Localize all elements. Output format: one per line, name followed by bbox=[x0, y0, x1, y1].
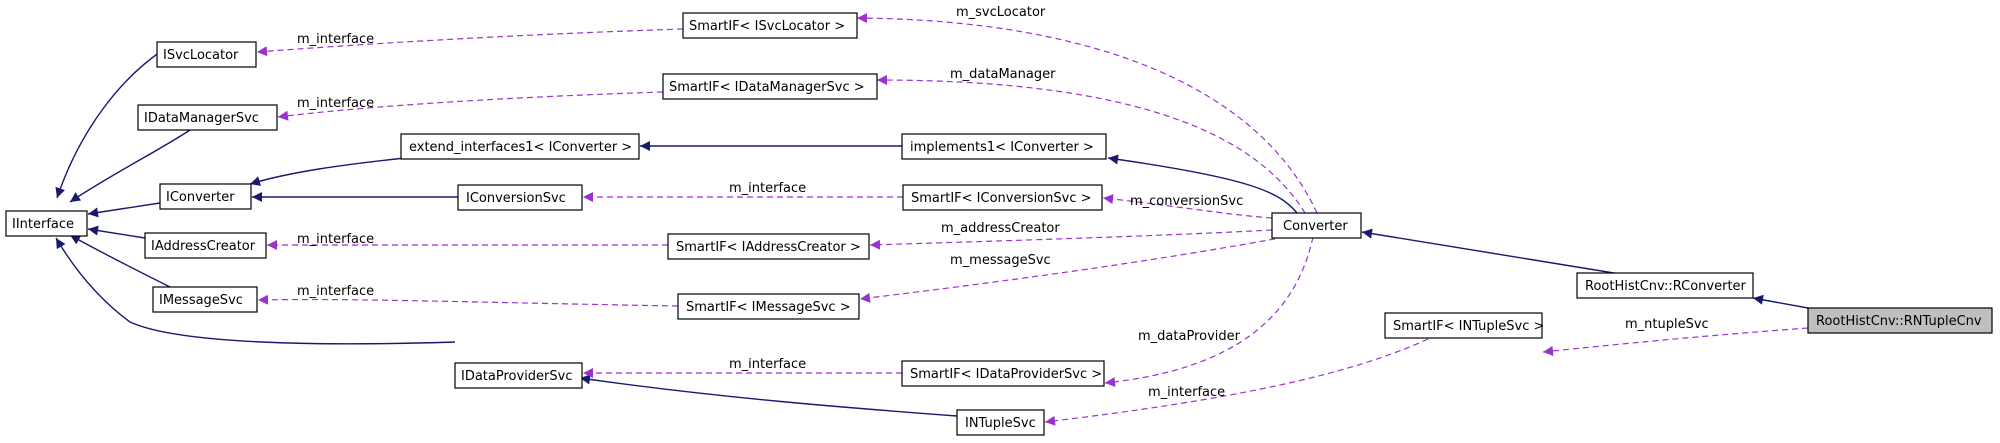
edge-converter-addresscreator bbox=[869, 229, 1273, 250]
node-smartif-idataprovidersvc-label: SmartIF< IDataProviderSvc > bbox=[910, 367, 1102, 382]
node-imessagesvc-label: IMessageSvc bbox=[159, 293, 243, 308]
edge-imessagesvc-smartif-member bbox=[257, 294, 679, 307]
label-m-messagesvc: m_messageSvc bbox=[950, 253, 1051, 268]
edge-converter-svclocator bbox=[856, 13, 1318, 214]
node-extend-interfaces1-label: extend_interfaces1< IConverter > bbox=[409, 140, 632, 155]
edge-converter-datamanager bbox=[876, 75, 1306, 214]
node-idatamanagersvc[interactable]: IDataManagerSvc bbox=[137, 104, 278, 131]
node-rntuplecnv[interactable]: RootHistCnv::RNTupleCnv bbox=[1807, 307, 1993, 334]
label-m-interface-intuplesvc: m_interface bbox=[1148, 385, 1225, 400]
node-intuplesvc-label: INTupleSvc bbox=[965, 416, 1036, 431]
edge-intuplesvc-smartif-member bbox=[1044, 338, 1429, 426]
edge-converter-messagesvc bbox=[859, 236, 1286, 303]
edge-rntuplecnv-rconverter bbox=[1752, 294, 1809, 309]
node-iconversionsvc[interactable]: IConversionSvc bbox=[457, 184, 583, 211]
node-extend-interfaces1[interactable]: extend_interfaces1< IConverter > bbox=[400, 133, 640, 160]
node-smartif-iconversionsvc[interactable]: SmartIF< IConversionSvc > bbox=[902, 184, 1103, 211]
label-m-interface-isvclocator: m_interface bbox=[297, 32, 374, 47]
node-smartif-isvclocator-label: SmartIF< ISvcLocator > bbox=[689, 19, 845, 34]
node-rntuplecnv-label: RootHistCnv::RNTupleCnv bbox=[1816, 314, 1982, 329]
node-smartif-intuplesvc[interactable]: SmartIF< INTupleSvc > bbox=[1384, 312, 1544, 339]
node-smartif-iaddresscreator[interactable]: SmartIF< IAddressCreator > bbox=[667, 233, 870, 260]
edge-converter-dataprovider bbox=[1104, 236, 1314, 387]
label-m-svclocator: m_svcLocator bbox=[956, 5, 1046, 20]
node-idatamanagersvc-label: IDataManagerSvc bbox=[144, 111, 259, 126]
node-iaddresscreator[interactable]: IAddressCreator bbox=[144, 232, 267, 259]
node-smartif-imessagesvc-label: SmartIF< IMessageSvc > bbox=[686, 300, 851, 315]
node-rconverter[interactable]: RootHistCnv::RConverter bbox=[1576, 272, 1754, 299]
node-smartif-intuplesvc-label: SmartIF< INTupleSvc > bbox=[1393, 319, 1544, 334]
inheritance-edges bbox=[55, 51, 1809, 417]
node-imessagesvc[interactable]: IMessageSvc bbox=[152, 286, 258, 313]
label-m-interface-imessagesvc: m_interface bbox=[297, 284, 374, 299]
node-smartif-isvclocator[interactable]: SmartIF< ISvcLocator > bbox=[682, 12, 858, 39]
node-implements1-label: implements1< IConverter > bbox=[910, 140, 1094, 155]
edge-isvclocator-iinterface bbox=[55, 51, 161, 199]
edge-converter-implements1 bbox=[1107, 154, 1298, 214]
label-m-interface-iconversionsvc: m_interface bbox=[729, 181, 806, 196]
node-iaddresscreator-label: IAddressCreator bbox=[151, 239, 256, 254]
edge-intuplesvc-idataprovidersvc bbox=[579, 374, 958, 417]
node-idataprovidersvc[interactable]: IDataProviderSvc bbox=[454, 362, 583, 389]
node-smartif-idataprovidersvc[interactable]: SmartIF< IDataProviderSvc > bbox=[901, 360, 1105, 387]
node-isvclocator[interactable]: ISvcLocator bbox=[156, 41, 257, 68]
edge-iconverter-iinterface bbox=[87, 202, 161, 218]
node-smartif-iconversionsvc-label: SmartIF< IConversionSvc > bbox=[911, 191, 1092, 206]
edge-idatamanagersvc-iinterface bbox=[69, 129, 191, 203]
label-m-ntuplesvc: m_ntupleSvc bbox=[1625, 317, 1709, 332]
edge-smartif-isvclocator-member bbox=[256, 28, 684, 57]
node-iinterface-label: IInterface bbox=[12, 217, 74, 232]
node-smartif-imessagesvc[interactable]: SmartIF< IMessageSvc > bbox=[677, 293, 860, 320]
node-isvclocator-label: ISvcLocator bbox=[163, 48, 239, 63]
edge-labels: m_interface m_svcLocator m_interface m_d… bbox=[297, 5, 1709, 400]
node-iinterface[interactable]: IInterface bbox=[5, 210, 88, 237]
edge-iaddresscreator-iinterface bbox=[87, 225, 146, 239]
node-smartif-idatamanagersvc-label: SmartIF< IDataManagerSvc > bbox=[669, 80, 865, 95]
node-rconverter-label: RootHistCnv::RConverter bbox=[1585, 279, 1747, 294]
label-m-datamanager: m_dataManager bbox=[950, 67, 1056, 82]
edge-rntuplecnv-ntuplesvc bbox=[1542, 327, 1809, 356]
edge-rconverter-converter bbox=[1361, 228, 1621, 275]
label-m-interface-iaddresscreator: m_interface bbox=[297, 232, 374, 247]
node-idataprovidersvc-label: IDataProviderSvc bbox=[461, 369, 573, 384]
node-iconverter-label: IConverter bbox=[166, 190, 235, 205]
node-converter-label: Converter bbox=[1283, 219, 1348, 234]
node-smartif-idatamanagersvc[interactable]: SmartIF< IDataManagerSvc > bbox=[662, 73, 878, 100]
node-iconversionsvc-label: IConversionSvc bbox=[466, 191, 566, 206]
edge-smartif-idatamanagersvc-member bbox=[277, 91, 664, 121]
label-m-interface-idataprovidersvc: m_interface bbox=[729, 357, 806, 372]
class-nodes: IInterface ISvcLocator IDataManagerSvc I… bbox=[5, 12, 1993, 436]
label-m-conversionsvc: m_conversionSvc bbox=[1130, 194, 1243, 209]
edge-extendinterfaces1-iconverter bbox=[249, 157, 406, 186]
node-intuplesvc[interactable]: INTupleSvc bbox=[956, 409, 1045, 436]
member-edges bbox=[256, 13, 1809, 426]
label-m-addresscreator: m_addressCreator bbox=[941, 221, 1060, 236]
node-converter[interactable]: Converter bbox=[1271, 212, 1362, 239]
node-implements1[interactable]: implements1< IConverter > bbox=[901, 133, 1107, 160]
label-m-interface-idatamanagersvc: m_interface bbox=[297, 96, 374, 111]
edge-imessagesvc-iinterface bbox=[69, 234, 173, 289]
node-iconverter[interactable]: IConverter bbox=[159, 183, 252, 210]
node-smartif-iaddresscreator-label: SmartIF< IAddressCreator > bbox=[676, 240, 861, 255]
label-m-dataprovider: m_dataProvider bbox=[1138, 329, 1241, 344]
edge-idataprovidersvc-iinterface bbox=[55, 237, 456, 345]
